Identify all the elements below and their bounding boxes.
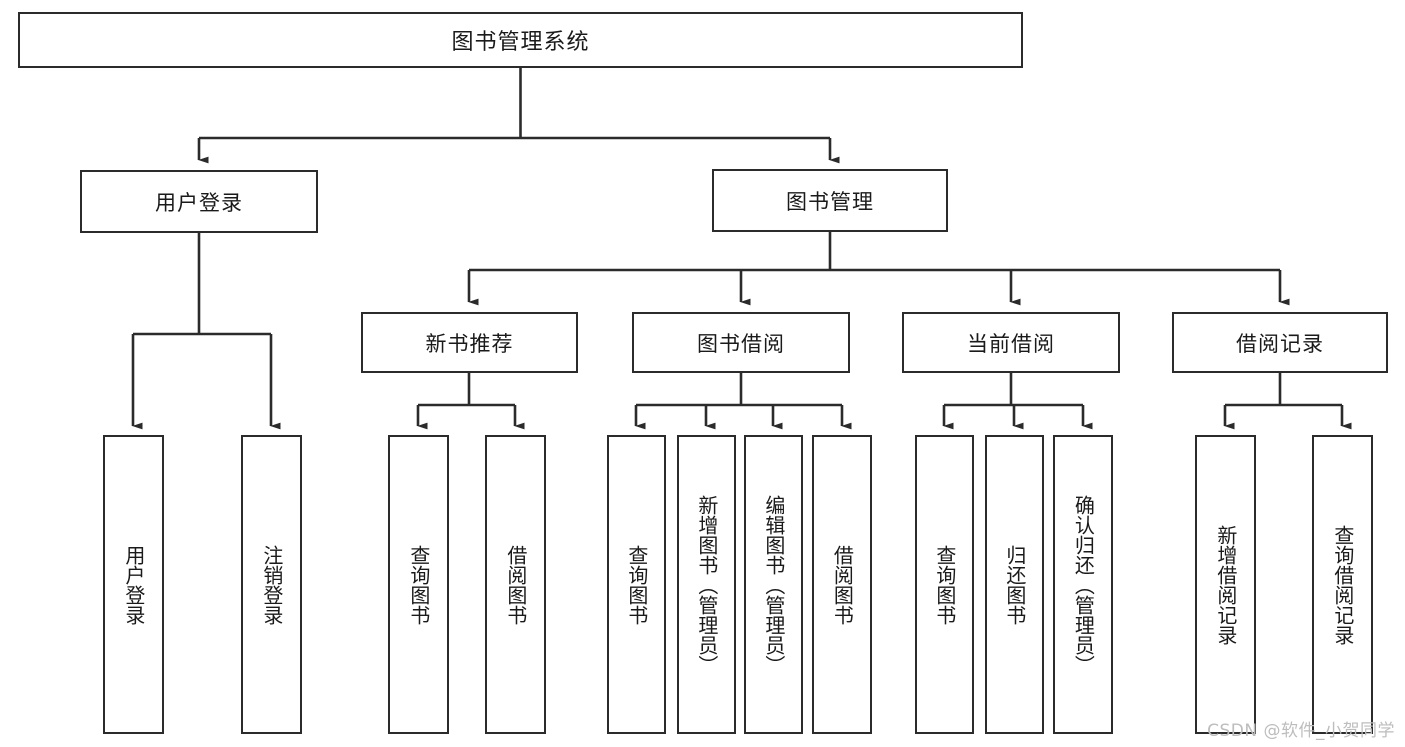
leaf-user-login-logout-label: 注销登录 xyxy=(259,544,284,625)
leaf-recommend-borrow-book-label: 借阅图书 xyxy=(503,544,528,625)
leaf-recommend-query-book[interactable]: 查询图书 xyxy=(388,435,449,734)
node-user-login[interactable]: 用户登录 xyxy=(80,170,318,233)
leaf-borrow-query-book[interactable]: 查询图书 xyxy=(607,435,666,734)
leaf-borrow-edit-book-admin-label: 编辑图书（管理员） xyxy=(761,494,786,675)
node-root-system-label: 图书管理系统 xyxy=(451,30,590,55)
leaf-recommend-borrow-book[interactable]: 借阅图书 xyxy=(485,435,546,734)
node-book-borrow-label: 图书借阅 xyxy=(697,331,785,356)
leaf-user-login-login-label: 用户登录 xyxy=(121,544,146,625)
node-user-login-label: 用户登录 xyxy=(155,190,243,215)
node-new-book-recommend-label: 新书推荐 xyxy=(425,331,514,356)
leaf-records-query-record-label: 查询借阅记录 xyxy=(1330,524,1355,645)
node-borrow-records[interactable]: 借阅记录 xyxy=(1172,312,1388,373)
watermark: CSDN @软件_小贺同学 xyxy=(1207,721,1395,741)
leaf-records-add-record-label: 新增借阅记录 xyxy=(1213,524,1238,645)
node-book-management-label: 图书管理 xyxy=(786,189,874,214)
node-root-system[interactable]: 图书管理系统 xyxy=(18,12,1023,68)
leaf-borrow-borrow-book[interactable]: 借阅图书 xyxy=(812,435,872,734)
node-current-borrow-label: 当前借阅 xyxy=(967,331,1055,356)
leaf-borrow-add-book-admin[interactable]: 新增图书（管理员） xyxy=(677,435,736,734)
leaf-records-add-record[interactable]: 新增借阅记录 xyxy=(1195,435,1256,734)
node-book-management[interactable]: 图书管理 xyxy=(712,169,948,232)
leaf-records-query-record[interactable]: 查询借阅记录 xyxy=(1312,435,1373,734)
node-book-borrow[interactable]: 图书借阅 xyxy=(632,312,850,373)
leaf-borrow-borrow-book-label: 借阅图书 xyxy=(830,544,855,625)
node-current-borrow[interactable]: 当前借阅 xyxy=(902,312,1120,373)
leaf-current-confirm-return-admin-label: 确认归还（管理员） xyxy=(1071,494,1096,675)
node-new-book-recommend[interactable]: 新书推荐 xyxy=(361,312,578,373)
leaf-current-return-book-label: 归还图书 xyxy=(1002,544,1027,625)
leaf-user-login-login[interactable]: 用户登录 xyxy=(103,435,164,734)
leaf-current-confirm-return-admin[interactable]: 确认归还（管理员） xyxy=(1053,435,1113,734)
leaf-current-query-book[interactable]: 查询图书 xyxy=(915,435,974,734)
leaf-user-login-logout[interactable]: 注销登录 xyxy=(241,435,302,734)
leaf-current-return-book[interactable]: 归还图书 xyxy=(985,435,1044,734)
leaf-borrow-add-book-admin-label: 新增图书（管理员） xyxy=(694,494,719,675)
leaf-current-query-book-label: 查询图书 xyxy=(932,544,957,625)
leaf-borrow-query-book-label: 查询图书 xyxy=(624,544,649,625)
node-borrow-records-label: 借阅记录 xyxy=(1236,331,1324,356)
leaf-recommend-query-book-label: 查询图书 xyxy=(406,544,431,625)
leaf-borrow-edit-book-admin[interactable]: 编辑图书（管理员） xyxy=(744,435,803,734)
